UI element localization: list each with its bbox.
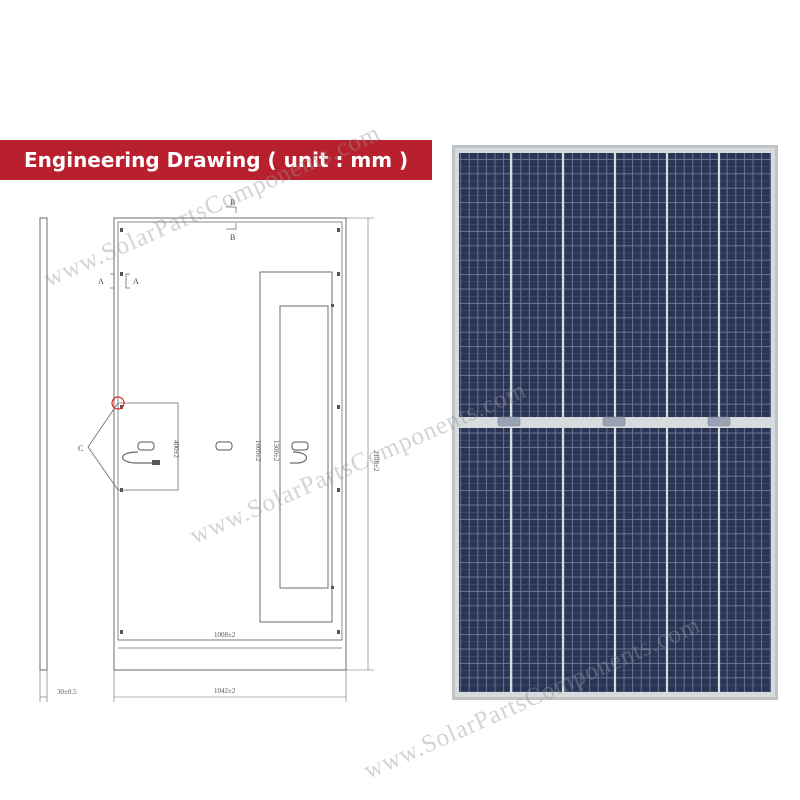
section-title-banner: Engineering Drawing ( unit : mm ) xyxy=(0,140,432,180)
red-circle-marker xyxy=(111,396,125,410)
junction-box-icon xyxy=(215,441,233,451)
junction-box-icon xyxy=(137,441,155,451)
section-b-label-bottom: B xyxy=(230,233,235,242)
panel-inner-frame xyxy=(117,221,343,641)
dim-mount-2: 1300±2 xyxy=(272,440,280,462)
solar-panel-image xyxy=(452,145,778,700)
section-a-label-left: A xyxy=(98,277,104,286)
dim-mount-1: 1600±2 xyxy=(254,440,262,462)
section-b-label-top: B xyxy=(230,198,235,207)
mounting-frame-inner xyxy=(279,305,329,589)
engineering-drawing: B B A A C 30±0.5 1042±2 1008±2 2108±2 16… xyxy=(39,198,380,702)
junction-box-icon xyxy=(602,416,626,427)
dim-width-inner: 1008±2 xyxy=(214,631,236,639)
mc4-connector-icon xyxy=(152,460,160,465)
dim-side-thickness: 30±0.5 xyxy=(57,688,77,696)
section-a-label-right: A xyxy=(133,277,139,286)
junction-box-icon xyxy=(497,416,521,427)
dim-cable: 400±2 xyxy=(172,440,180,458)
mounting-frame-outer xyxy=(259,271,333,623)
junction-box-icon xyxy=(291,441,309,451)
side-profile xyxy=(39,217,48,671)
junction-box-icon xyxy=(707,416,731,427)
dim-length: 2108±2 xyxy=(372,450,380,472)
section-title: Engineering Drawing ( unit : mm ) xyxy=(24,148,409,172)
detail-c-label: C xyxy=(78,444,83,453)
panel-outline xyxy=(113,217,347,671)
dim-width-outer: 1042±2 xyxy=(214,687,236,695)
